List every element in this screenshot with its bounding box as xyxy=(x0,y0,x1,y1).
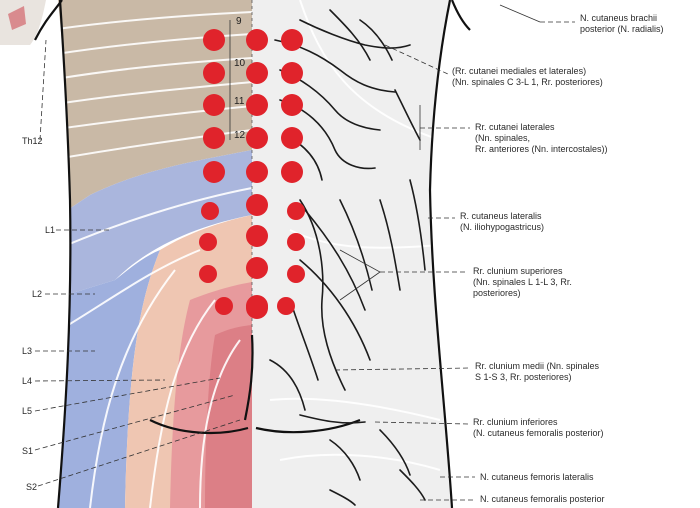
segment-number: 9 xyxy=(236,16,242,27)
red-marker-dot xyxy=(281,161,303,183)
acupoint-markers xyxy=(199,29,305,319)
label-line: S 1-S 3, Rr. posteriores) xyxy=(475,372,572,382)
label-line: Rr. clunium medii (Nn. spinales xyxy=(475,361,600,371)
red-marker-dot xyxy=(203,161,225,183)
red-marker-dot xyxy=(246,194,268,216)
red-marker-dot xyxy=(199,233,217,251)
red-marker-dot xyxy=(287,233,305,251)
red-marker-dot xyxy=(277,297,295,315)
dermatome-label-l3: L3 xyxy=(22,346,32,356)
dermatome-label-l4: L4 xyxy=(22,376,32,386)
red-marker-dot xyxy=(201,202,219,220)
label-line: Rr. anteriores (Nn. intercostales)) xyxy=(475,144,608,154)
segment-number: 10 xyxy=(234,58,246,69)
label-line: N. cutaneus femoris lateralis xyxy=(480,472,594,482)
label-line: R. cutaneus lateralis xyxy=(460,211,542,221)
red-marker-dot xyxy=(246,94,268,116)
label-line: N. cutaneus brachii xyxy=(580,13,657,23)
red-marker-dot xyxy=(287,265,305,283)
red-marker-dot xyxy=(281,62,303,84)
red-marker-dot xyxy=(203,127,225,149)
red-marker-dot xyxy=(281,94,303,116)
red-marker-dot xyxy=(246,161,268,183)
nerve-label-iliohypogastricus: R. cutaneus lateralis (N. iliohypogastri… xyxy=(460,211,544,232)
red-marker-dot xyxy=(203,29,225,51)
label-line: Rr. clunium inferiores xyxy=(473,417,558,427)
nerve-label-cutaneus-brachii: N. cutaneus brachii posterior (N. radial… xyxy=(580,13,664,34)
dermatome-label-l5: L5 xyxy=(22,406,32,416)
label-line: Rr. clunium superiores xyxy=(473,266,563,276)
red-marker-dot xyxy=(281,29,303,51)
red-marker-dot xyxy=(203,62,225,84)
red-marker-dot xyxy=(246,62,268,84)
nerve-label-cutanei-mediales: (Rr. cutanei mediales et laterales) (Nn.… xyxy=(452,66,603,87)
label-line: (N. iliohypogastricus) xyxy=(460,222,544,232)
red-marker-dot xyxy=(246,257,268,279)
label-line: Rr. cutanei laterales xyxy=(475,122,555,132)
label-line: posterior (N. radialis) xyxy=(580,24,664,34)
dermatome-label-l2: L2 xyxy=(32,289,42,299)
red-marker-dot xyxy=(199,265,217,283)
label-line: N. cutaneus femoralis posterior xyxy=(480,494,605,504)
label-line: (N. cutaneus femoralis posterior) xyxy=(473,428,604,438)
label-line: (Nn. spinales, xyxy=(475,133,530,143)
label-line: posteriores) xyxy=(473,288,521,298)
dermatome-label-th12: Th12 xyxy=(22,136,43,146)
red-marker-dot xyxy=(281,127,303,149)
label-line: (Rr. cutanei mediales et laterales) xyxy=(452,66,586,76)
red-marker-dot xyxy=(203,94,225,116)
label-line: (Nn. spinales C 3-L 1, Rr. posteriores) xyxy=(452,77,603,87)
red-marker-dot xyxy=(215,297,233,315)
red-marker-dot xyxy=(246,225,268,247)
label-line: (Nn. spinales L 1-L 3, Rr. xyxy=(473,277,572,287)
dermatome-label-s1: S1 xyxy=(22,446,33,456)
segment-number: 12 xyxy=(234,130,246,141)
red-marker-dot xyxy=(246,295,268,317)
segment-number: 11 xyxy=(234,96,245,107)
nerve-label-femoralis-posterior: N. cutaneus femoralis posterior xyxy=(480,494,605,504)
red-marker-dot xyxy=(246,127,268,149)
dermatome-label-l1: L1 xyxy=(45,225,55,235)
nerve-label-femoris-lateralis: N. cutaneus femoris lateralis xyxy=(480,472,594,482)
red-marker-dot xyxy=(287,202,305,220)
dermatome-label-s2: S2 xyxy=(26,482,37,492)
red-marker-dot xyxy=(246,29,268,51)
